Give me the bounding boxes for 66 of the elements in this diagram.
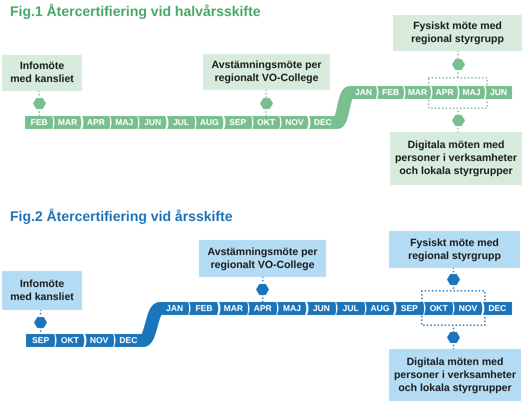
month-segment: NOV [84,334,114,347]
dotted-leader-line [262,294,264,303]
month-segment: DEC [482,302,512,315]
month-segment: NOV [280,116,309,129]
callout-box: Avstämningsmöte per regionalt VO-College [203,54,330,90]
month-segment: MAJ [277,302,307,315]
dotted-leader-line [452,284,454,291]
month-segment: SEP [224,116,252,129]
month-segment: JUN [306,302,336,315]
month-segment: DEC [114,334,143,347]
dotted-leader-line [452,267,454,274]
month-segment: APR [431,86,458,99]
hexagon-marker [447,332,460,343]
month-segment: JAN [160,302,190,315]
dotted-leader-line [457,50,459,60]
curved-band-connector [140,302,162,347]
callout-box: Fysiskt möte med regional styrgrupp [389,231,520,268]
month-segment: MAR [218,302,248,315]
figure-title: Fig.2 Återcertifiering vid årsskifte [10,208,233,225]
hexagon-marker [32,98,46,108]
hexagon-marker [260,98,273,108]
month-segment: JUN [485,86,512,99]
month-segment: MAJ [110,116,138,129]
month-segment: AUG [365,302,395,315]
month-segment: APR [82,116,110,129]
callout-box: Infomöte med kansliet [2,55,82,91]
dotted-leader-line [38,108,40,117]
month-segment: SEP [394,302,424,315]
callout-box: Fysiskt möte med regional styrgrupp [393,15,522,51]
month-segment: APR [248,302,278,315]
month-segment: NOV [453,302,483,315]
month-segment: OKT [55,334,84,347]
hexagon-marker [256,284,270,294]
dotted-frame [421,290,486,326]
dotted-leader-line [452,342,454,350]
dotted-leader-line [457,125,459,133]
hexagon-marker [452,58,464,70]
month-segment: DEC [308,116,337,129]
curved-band-connector [333,86,354,129]
month-segment: OKT [424,302,454,315]
callout-box: Digitala möten med personer i verksamheter och lokala styrgrupper [390,132,522,185]
month-segment: FEB [377,86,404,99]
dotted-leader-line [457,108,459,116]
dotted-leader-line [265,108,267,117]
month-segment: FEB [189,302,219,315]
month-segment: OKT [252,116,280,129]
hexagon-marker [452,115,464,126]
callout-box: Infomöte med kansliet [2,271,82,310]
month-segment: MAR [53,116,82,129]
month-segment: SEP [26,334,56,347]
month-segment: MAR [404,86,431,99]
callout-box: Avstämningsmöte per regionalt VO-College [199,240,326,277]
month-segment: JAN [350,86,377,99]
hexagon-marker [34,316,48,328]
month-segment: JUL [336,302,366,315]
dotted-leader-line [457,68,459,78]
dotted-leader-line [265,89,267,98]
dotted-leader-line [452,325,454,333]
month-segment: JUN [138,116,167,129]
callout-box: Digitala möten med personer i verksamheter och lokala styrgrupper [389,349,521,401]
month-segment: AUG [195,116,224,129]
month-segment: MAJ [458,86,485,99]
month-segment: FEB [25,116,54,129]
figure-title: Fig.1 Återcertifiering vid halvårsskifte [10,3,261,20]
month-segment: JUL [166,116,196,129]
hexagon-marker [447,274,460,284]
